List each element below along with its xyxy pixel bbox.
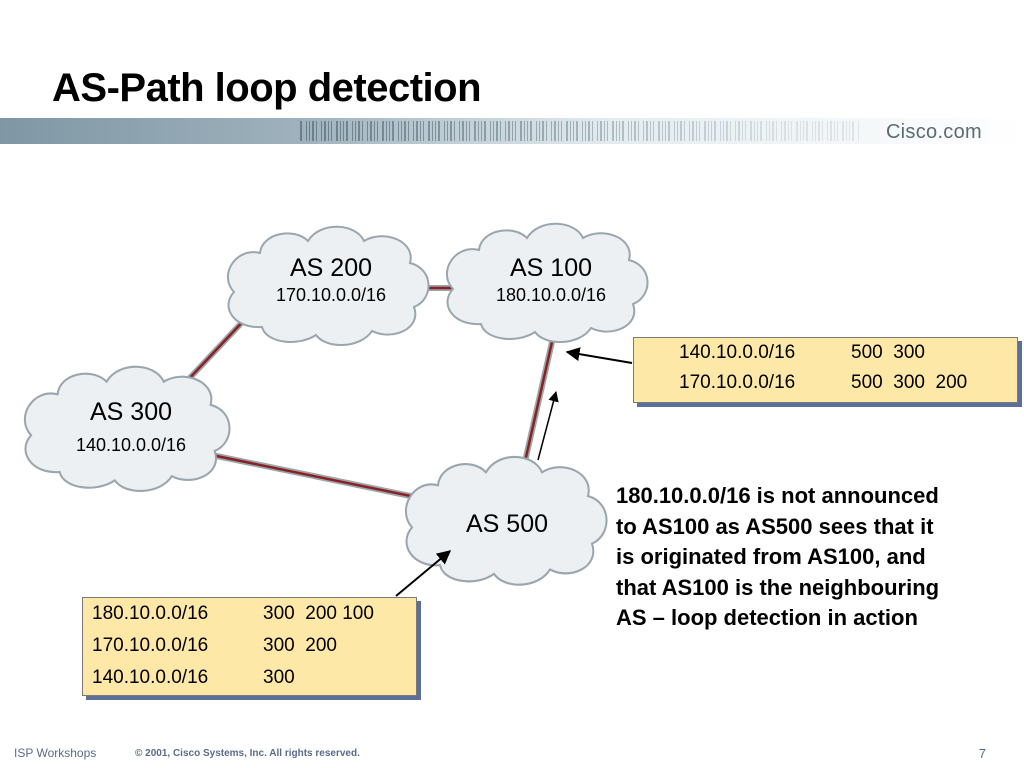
note-line: 180.10.0.0/16 is not announced <box>616 483 939 508</box>
loop-detection-note: 180.10.0.0/16 is not announced to AS100 … <box>616 481 1021 634</box>
as100-routing-table: 140.10.0.0/16 500 300 170.10.0.0/16 500 … <box>633 337 1018 403</box>
as500-name: AS 500 <box>465 510 549 538</box>
announcement-arrows <box>395 347 633 597</box>
note-line: is originated from AS100, and <box>616 544 926 569</box>
note-line: AS – loop detection in action <box>616 605 918 630</box>
banner-stripes <box>300 121 859 141</box>
route-as-path: 500 300 200 <box>851 372 968 393</box>
as500-routing-table: 180.10.0.0/16 300 200 100 170.10.0.0/16 … <box>82 597 417 696</box>
footer-copyright: © 2001, Cisco Systems, Inc. All rights r… <box>135 748 360 759</box>
as500-label: AS 500 <box>466 510 548 539</box>
as100-name: AS 100 <box>509 254 593 282</box>
table-row: 180.10.0.0/16 300 200 100 <box>83 598 416 630</box>
table-row: 140.10.0.0/16 300 <box>83 662 416 694</box>
arrow-to-as100-link <box>565 347 633 364</box>
as300-label: AS 300 140.10.0.0/16 <box>76 398 186 456</box>
cloud-as300 <box>23 365 231 492</box>
cloud-as200 <box>227 225 430 347</box>
as200-name: AS 200 <box>289 254 373 282</box>
note-line: that AS100 is the neighbouring <box>616 574 940 600</box>
route-as-path: 500 300 <box>851 342 925 363</box>
cisco-logo: Cisco.com <box>885 121 982 143</box>
route-network: 140.10.0.0/16 <box>679 342 796 363</box>
arrow-as500-to-as100 <box>537 390 559 461</box>
table-row: 170.10.0.0/16 300 200 <box>83 630 416 662</box>
as300-name: AS 300 <box>89 398 173 426</box>
route-as-path: 300 200 100 <box>263 603 374 624</box>
as300-prefix: 140.10.0.0/16 <box>75 435 187 455</box>
as200-label: AS 200 170.10.0.0/16 <box>276 254 386 306</box>
as100-prefix: 180.10.0.0/16 <box>495 285 607 305</box>
route-network: 170.10.0.0/16 <box>92 635 209 656</box>
route-network: 140.10.0.0/16 <box>92 667 209 688</box>
page-number: 7 <box>978 746 986 761</box>
footer-workshop-name: ISP Workshops <box>14 746 97 760</box>
slide-title: AS-Path loop detection <box>52 66 482 110</box>
as200-prefix: 170.10.0.0/16 <box>275 285 387 305</box>
as100-label: AS 100 180.10.0.0/16 <box>496 254 606 306</box>
route-network: 170.10.0.0/16 <box>679 372 796 393</box>
network-links <box>183 285 555 503</box>
cloud-as100 <box>446 222 649 344</box>
table-row: 140.10.0.0/16 500 300 <box>634 338 1017 368</box>
route-network: 180.10.0.0/16 <box>92 603 209 624</box>
arrow-table-to-as500 <box>395 550 452 597</box>
route-as-path: 300 <box>263 667 295 688</box>
header-banner <box>0 118 1024 144</box>
note-line: to AS100 as AS500 sees that it <box>616 513 934 539</box>
cloud-as500 <box>405 455 608 586</box>
table-row: 170.10.0.0/16 500 300 200 <box>634 368 1017 398</box>
route-as-path: 300 200 <box>263 635 337 656</box>
